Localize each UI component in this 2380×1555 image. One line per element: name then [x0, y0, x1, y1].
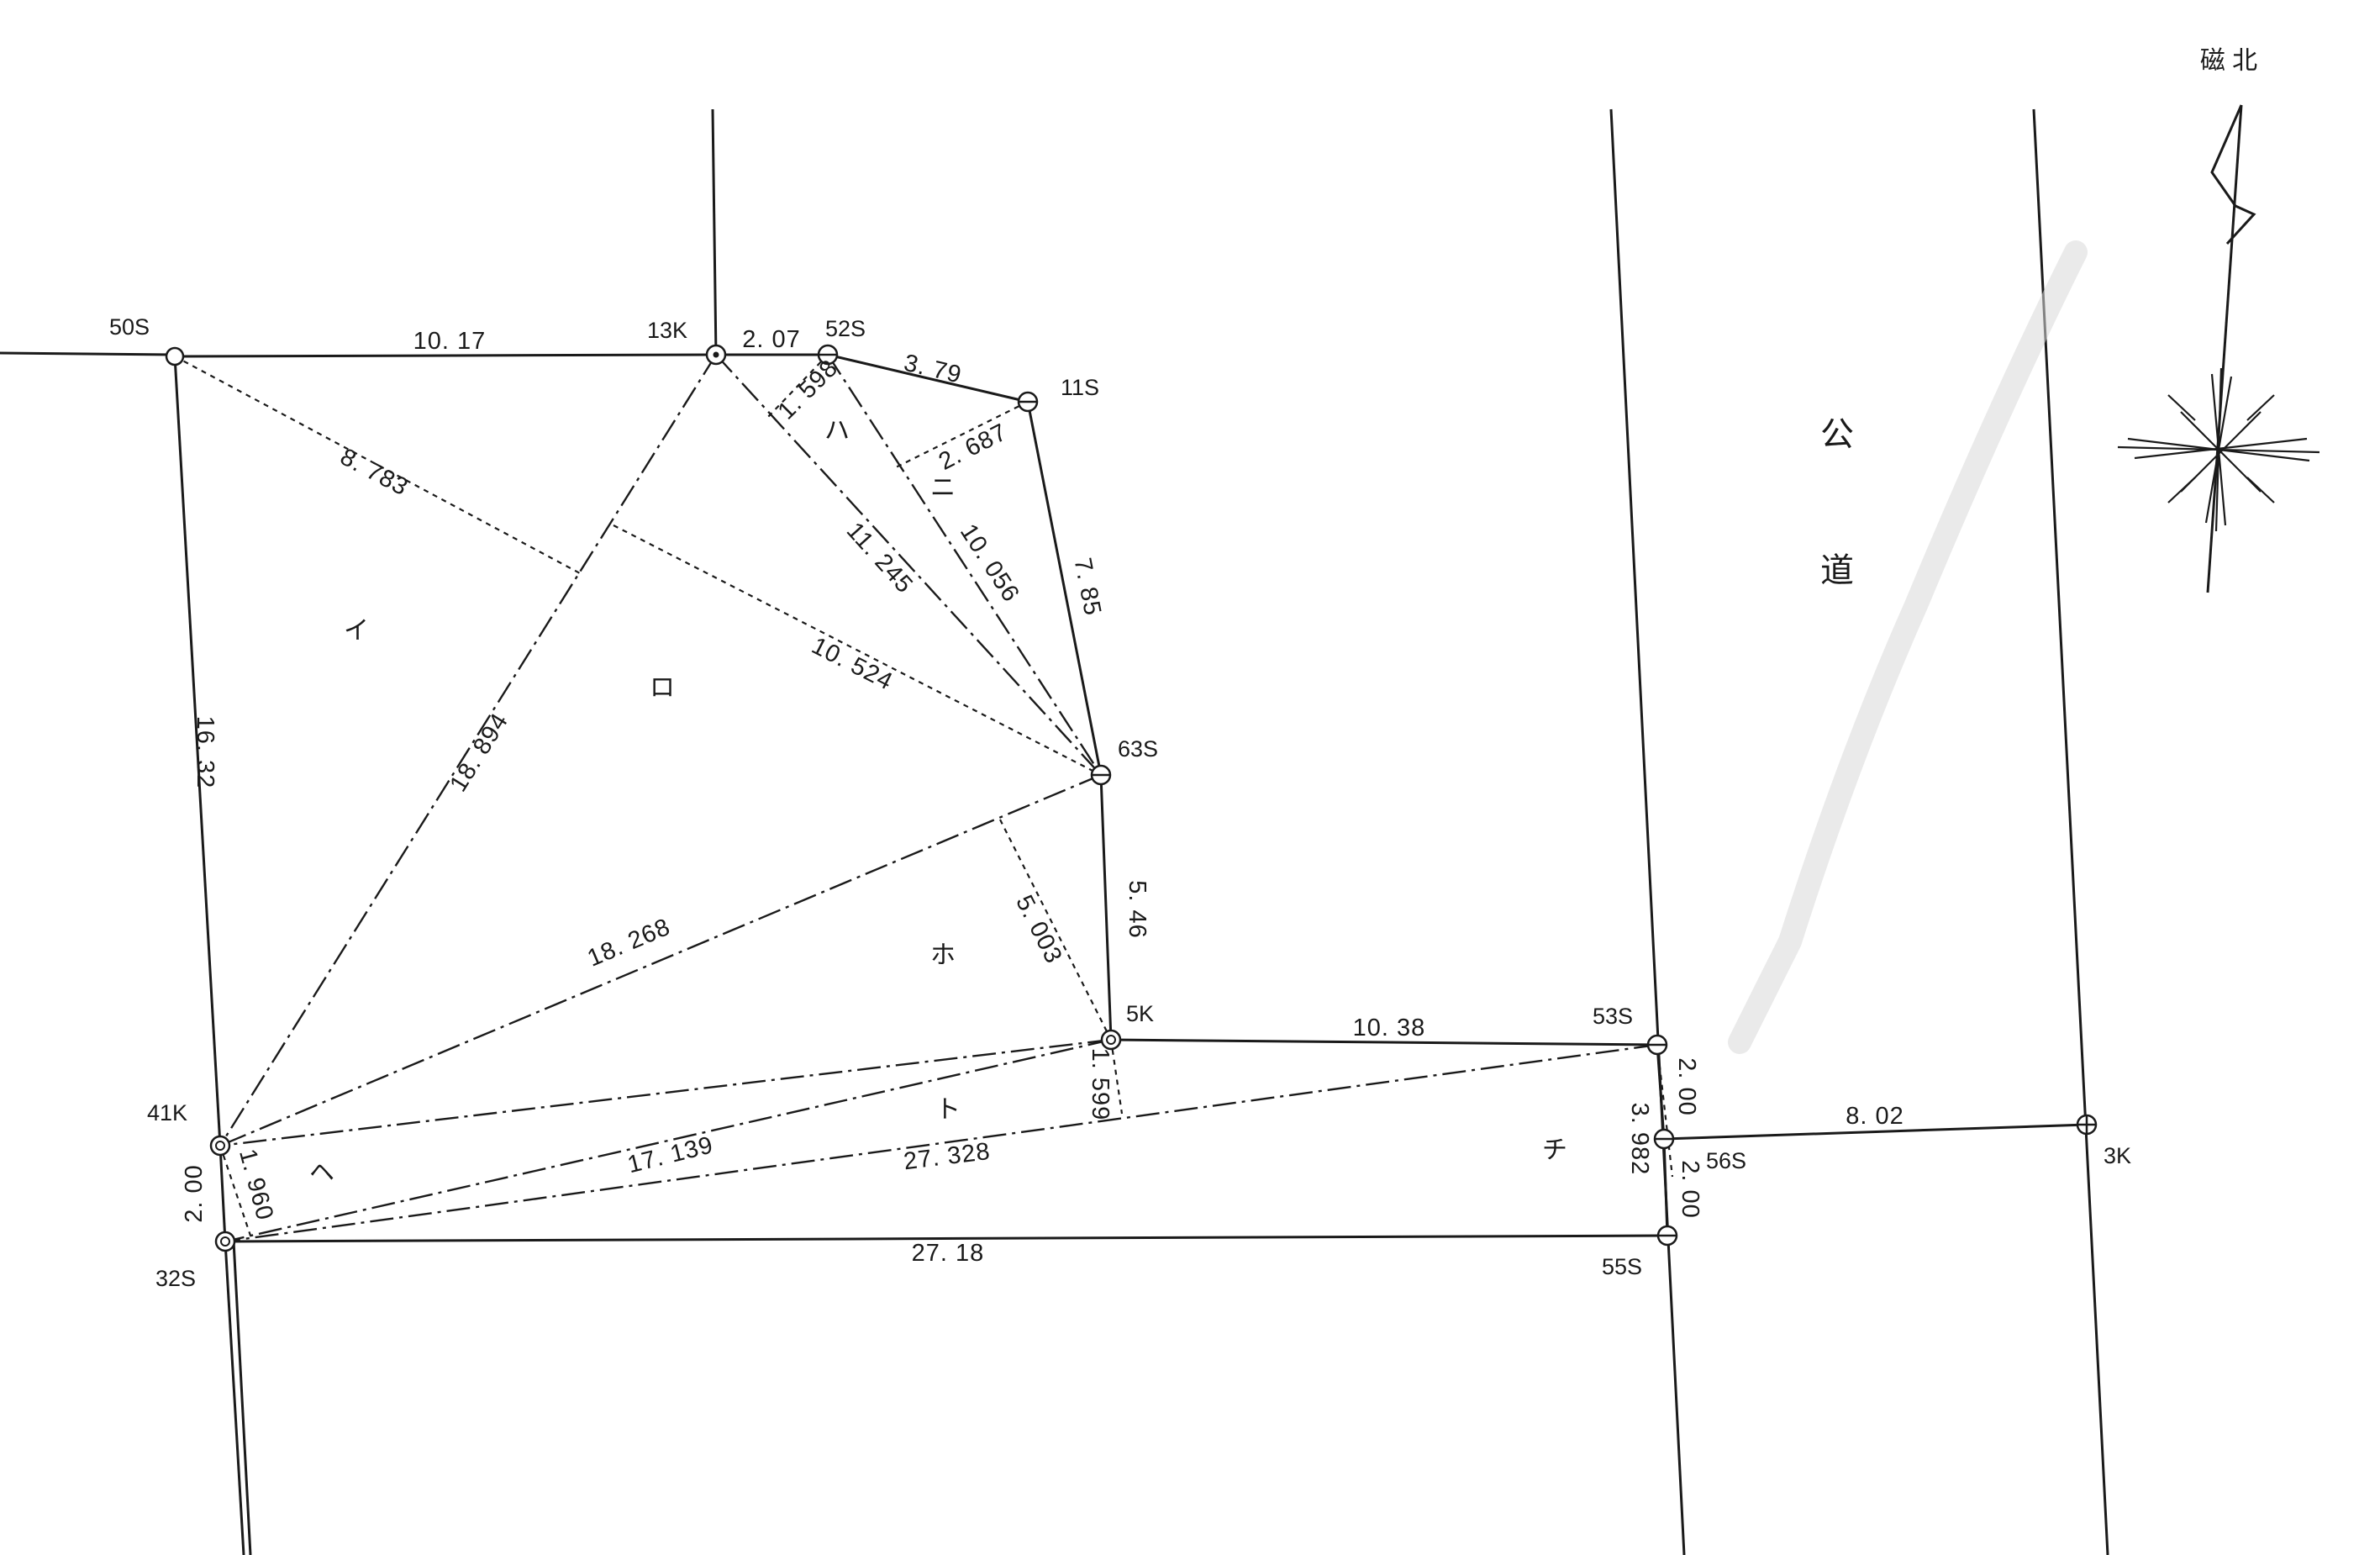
zone-label-ho: ホ	[930, 941, 956, 969]
zone-label-chi: チ	[1542, 1136, 1567, 1164]
point-55S-icon	[1656, 1225, 1678, 1247]
dim-52S-11S: 3. 79	[902, 350, 965, 389]
dim-56S-3K: 8. 02	[1846, 1103, 1904, 1130]
dim-41K-32S: 2. 00	[181, 1164, 208, 1223]
point-50S-icon	[165, 346, 185, 366]
point-label-13K: 13K	[647, 318, 687, 343]
dim-50S-41K: 16. 32	[192, 716, 219, 789]
point-labels: 50S 13K 52S 11S 63S 5K 53S 56S 55S 3K 41…	[109, 314, 2131, 1291]
point-label-5K: 5K	[1126, 1001, 1154, 1026]
dim-to-height: 1. 599	[1087, 1048, 1114, 1121]
dim-53S-56S: 2. 00	[1673, 1057, 1700, 1116]
dim-he-height: 1. 960	[234, 1146, 278, 1224]
dim-32S-55S: 27. 18	[912, 1240, 985, 1267]
point-label-53S: 53S	[1593, 1004, 1633, 1029]
dim-5K-32S: 17. 139	[625, 1131, 716, 1178]
north-label: 磁 北	[2200, 47, 2257, 75]
parcel-outline	[173, 353, 2088, 1243]
road-label-do: 道	[1820, 551, 1854, 590]
survey-point-markers	[165, 344, 2098, 1252]
point-52S-icon	[817, 344, 839, 366]
dim-32S-53S: 27. 328	[902, 1138, 992, 1175]
dim-63S-41K: 18. 268	[583, 914, 674, 973]
point-label-41K: 41K	[147, 1100, 187, 1125]
zone-label-i: イ	[344, 617, 369, 645]
dim-5K-53S: 10. 38	[1353, 1015, 1426, 1041]
triangulation-diagonals	[219, 354, 1658, 1243]
zone-labels: イ ロ ハ ニ ホ ト ヘ チ	[309, 417, 1567, 1187]
point-label-32S: 32S	[155, 1266, 196, 1291]
point-13K-icon	[705, 344, 727, 366]
road-label-ko: 公	[1820, 415, 1854, 454]
point-label-55S: 55S	[1602, 1254, 1642, 1279]
zone-label-to: ト	[935, 1096, 961, 1124]
zone-label-ha: ハ	[824, 417, 850, 445]
road-boundary-lines	[0, 108, 2109, 1555]
dim-52S-63S: 10. 056	[955, 519, 1024, 607]
point-5K-icon	[1100, 1029, 1122, 1051]
point-56S-icon	[1653, 1128, 1675, 1150]
dim-11S-63S: 7. 85	[1068, 556, 1106, 618]
point-11S-icon	[1017, 391, 1039, 413]
point-label-11S: 11S	[1061, 375, 1099, 400]
point-label-56S: 56S	[1706, 1148, 1746, 1173]
dim-ha-height: 1. 598	[773, 355, 844, 425]
dim-56S-55S: 2. 00	[1677, 1160, 1703, 1219]
point-63S-icon	[1090, 764, 1112, 786]
north-arrow-icon	[2117, 104, 2320, 593]
dim-13K-52S: 2. 07	[742, 326, 801, 353]
dim-50S-13K: 10. 17	[413, 328, 487, 355]
dim-ho-height: 5. 003	[1010, 891, 1067, 968]
dim-50S-height: 8. 783	[335, 444, 413, 502]
point-3K-icon	[2076, 1114, 2098, 1136]
zone-label-he: ヘ	[309, 1159, 334, 1187]
point-label-3K: 3K	[2104, 1143, 2131, 1168]
zone-label-ro: ロ	[650, 674, 675, 702]
dim-chi-height: 3. 982	[1626, 1103, 1653, 1176]
triangle-height-lines	[174, 354, 1674, 1236]
dim-13K-63S: 11. 245	[841, 518, 919, 599]
zone-label-ni: ニ	[930, 474, 956, 502]
point-53S-icon	[1646, 1034, 1668, 1056]
point-label-63S: 63S	[1118, 736, 1158, 762]
point-41K-icon	[209, 1135, 231, 1157]
dim-63S-5K: 5. 46	[1124, 880, 1151, 939]
point-32S-icon	[214, 1231, 236, 1252]
dim-ni-height: 2. 687	[935, 419, 1012, 476]
point-label-52S: 52S	[825, 316, 866, 341]
point-label-50S: 50S	[109, 314, 150, 340]
road-shading	[1728, 240, 2088, 1054]
dim-13K-41K: 18. 894	[445, 709, 513, 797]
